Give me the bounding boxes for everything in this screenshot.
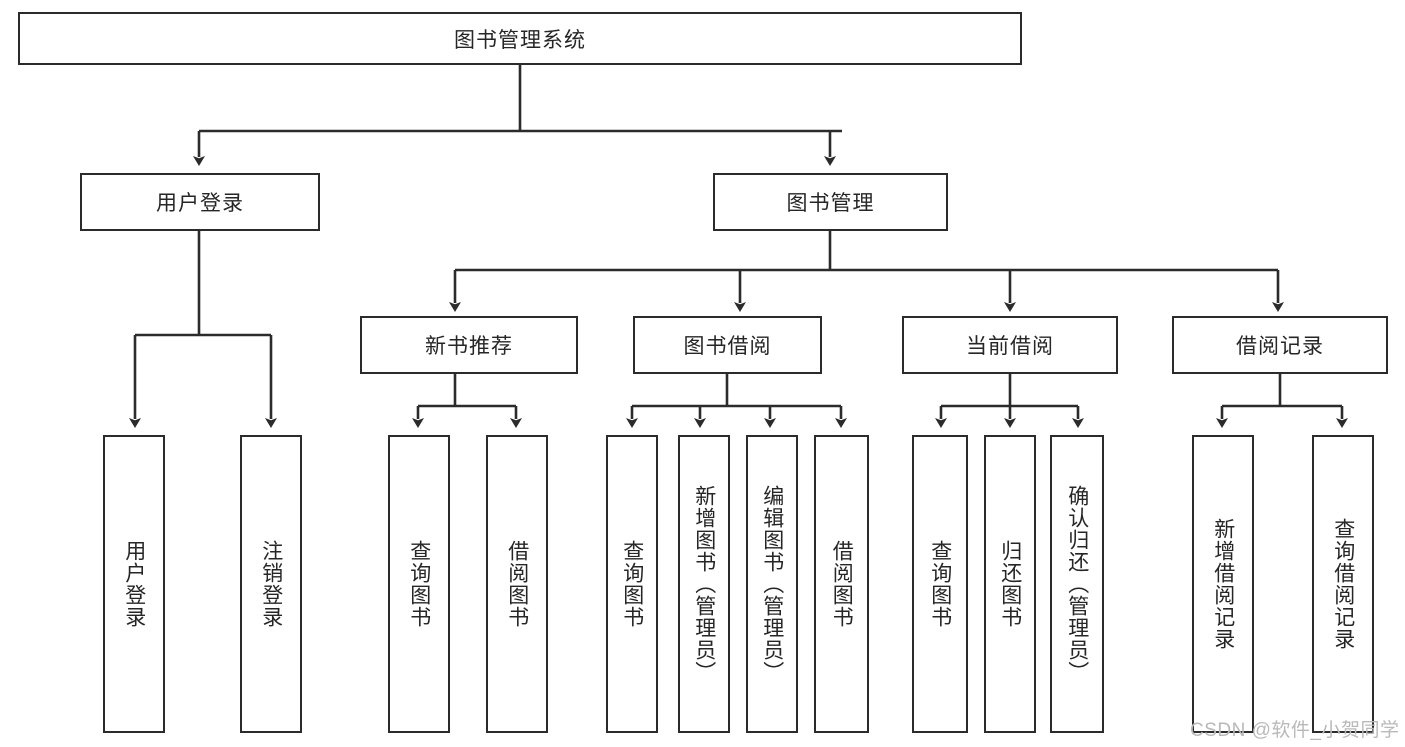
leaf-borrow-borrow-book[interactable]: 借阅图书 [814, 435, 869, 733]
leaf-user-login-signin[interactable]: 用户登录 [103, 435, 165, 733]
node-label: 借阅图书 [830, 540, 854, 628]
node-book-borrow[interactable]: 图书借阅 [633, 316, 822, 374]
csdn-watermark: CSDN @软件_小贺同学 [1190, 720, 1400, 741]
leaf-record-query-borrow-record[interactable]: 查询借阅记录 [1312, 435, 1374, 733]
node-label: 查询图书 [928, 540, 952, 628]
node-label: 新增图书（管理员） [692, 485, 716, 683]
node-label: 用户登录 [156, 192, 244, 215]
node-current-borrow[interactable]: 当前借阅 [902, 316, 1118, 374]
leaf-current-return-book[interactable]: 归还图书 [984, 435, 1036, 733]
leaf-borrow-edit-book-admin[interactable]: 编辑图书（管理员） [746, 435, 798, 733]
leaf-borrow-query-book[interactable]: 查询图书 [606, 435, 658, 733]
leaf-new-book-query[interactable]: 查询图书 [388, 435, 450, 733]
node-label: 当前借阅 [966, 335, 1054, 358]
node-root-library-system[interactable]: 图书管理系统 [18, 12, 1022, 65]
node-label: 注销登录 [259, 540, 283, 628]
leaf-current-query-book[interactable]: 查询图书 [912, 435, 968, 733]
node-label: 借阅图书 [505, 540, 529, 628]
node-new-book-recommend[interactable]: 新书推荐 [360, 316, 578, 374]
node-label: 图书管理 [786, 192, 875, 215]
node-label: 查询图书 [620, 540, 644, 628]
node-label: 用户登录 [122, 540, 146, 628]
node-label: 新书推荐 [425, 335, 513, 358]
node-book-management[interactable]: 图书管理 [713, 173, 948, 231]
leaf-borrow-add-book-admin[interactable]: 新增图书（管理员） [678, 435, 730, 733]
leaf-user-login-signout[interactable]: 注销登录 [240, 435, 302, 733]
leaf-current-confirm-return-admin[interactable]: 确认归还（管理员） [1050, 435, 1104, 733]
node-label: 确认归还（管理员） [1065, 485, 1089, 683]
node-label: 查询借阅记录 [1331, 518, 1355, 650]
node-label: 图书管理系统 [454, 28, 586, 52]
node-label: 新增借阅记录 [1211, 518, 1235, 650]
node-label: 图书借阅 [683, 335, 772, 358]
node-label: 查询图书 [407, 540, 431, 628]
node-label: 借阅记录 [1236, 335, 1324, 358]
node-borrow-record[interactable]: 借阅记录 [1172, 316, 1388, 374]
node-label: 编辑图书（管理员） [760, 485, 784, 683]
node-user-login[interactable]: 用户登录 [80, 173, 320, 231]
leaf-record-add-borrow-record[interactable]: 新增借阅记录 [1192, 435, 1254, 733]
leaf-new-book-borrow[interactable]: 借阅图书 [486, 435, 548, 733]
node-label: 归还图书 [998, 540, 1022, 628]
